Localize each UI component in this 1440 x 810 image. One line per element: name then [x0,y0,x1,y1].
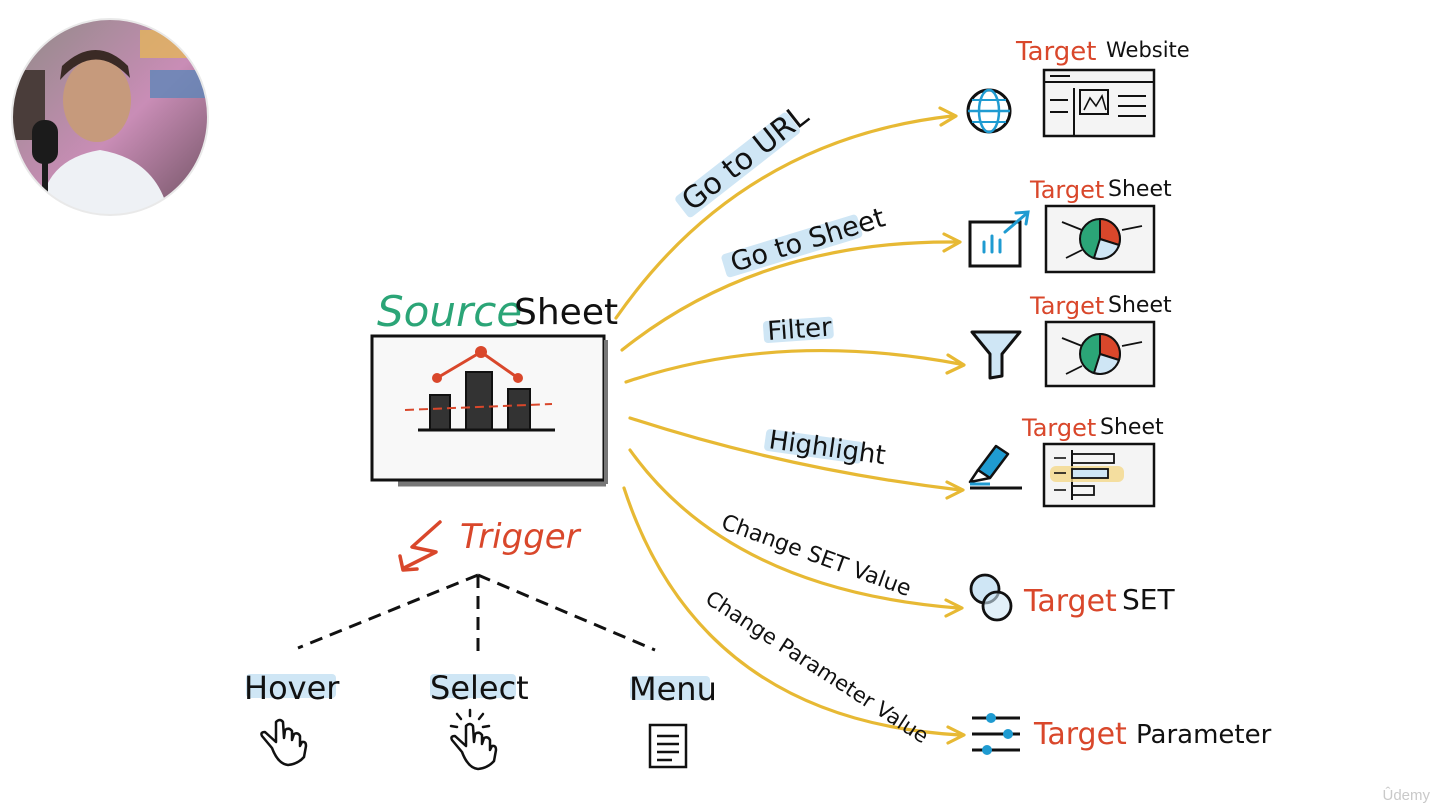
action-label-highlight: Highlight [764,425,887,471]
target-prefix-sheet-2: Target [1029,292,1104,320]
svg-text:Change SET Value: Change SET Value [718,510,914,602]
target-prefix-sheet-1: Target [1029,176,1104,204]
target-name-sheet-1: Sheet [1108,177,1172,202]
action-label-filter: Filter [762,313,834,347]
trigger-label: Trigger [460,517,582,557]
action-label-change-parameter: Change Parameter Value [701,586,933,748]
arrow-change-parameter [622,486,962,737]
hover-hand-icon [260,718,308,767]
highlighter-icon [968,444,1022,490]
target-sheet-thumbnail-2 [1044,320,1156,388]
arrow-highlight [628,416,962,492]
action-label-change-set: Change SET Value [718,510,914,602]
hover-label: Hover [244,669,340,707]
svg-text:Go to URL: Go to URL [675,98,815,218]
venn-icon [969,573,1013,622]
source-sheet [370,334,608,487]
globe-icon [966,88,1012,134]
target-prefix-website: Target [1015,37,1096,67]
arrow-filter [624,349,962,384]
select-hand-icon [449,708,498,771]
target-name-sheet-3: Sheet [1100,415,1164,440]
svg-text:Change Parameter Value: Change Parameter Value [701,586,933,748]
svg-text:Go to Sheet: Go to Sheet [727,202,889,278]
select-highlight [430,674,516,698]
svg-text:Filter: Filter [766,313,833,347]
trigger-dashed-connectors [297,573,656,652]
trigger-arrow-icon [398,520,442,572]
target-sheet-thumbnail-1 [1044,204,1156,274]
action-arrows [614,106,966,745]
target-name-set: SET [1122,583,1175,616]
action-label-go-to-sheet: Go to Sheet [721,202,889,279]
menu-label: Menu [629,670,717,708]
target-name-sheet-2: Sheet [1108,293,1172,318]
funnel-icon [970,330,1022,380]
chart-arrow-icon [968,210,1030,268]
target-sheet-thumbnail-3 [1042,442,1156,508]
target-name-website: Website [1106,38,1190,62]
menu-highlight [630,676,710,700]
arrow-change-set [628,448,960,610]
arrow-go-to-sheet [620,240,958,352]
target-prefix-set: Target [1023,584,1117,619]
svg-text:Highlight: Highlight [767,425,887,471]
target-prefix-parameter: Target [1033,717,1127,752]
arrow-go-to-url [614,114,954,320]
target-website-thumbnail [1042,68,1156,138]
source-bar-chart [404,346,555,432]
target-prefix-sheet-3: Target [1021,414,1096,442]
udemy-watermark: Ûdemy [1382,787,1430,804]
hover-highlight [246,674,336,698]
sheet-title-word: Sheet [514,292,618,333]
presenter-webcam [11,18,209,216]
menu-icon [648,723,688,769]
source-title-word: Source [377,287,522,336]
sliders-icon [972,713,1020,755]
select-label: Select [430,669,529,707]
target-name-parameter: Parameter [1136,720,1272,750]
